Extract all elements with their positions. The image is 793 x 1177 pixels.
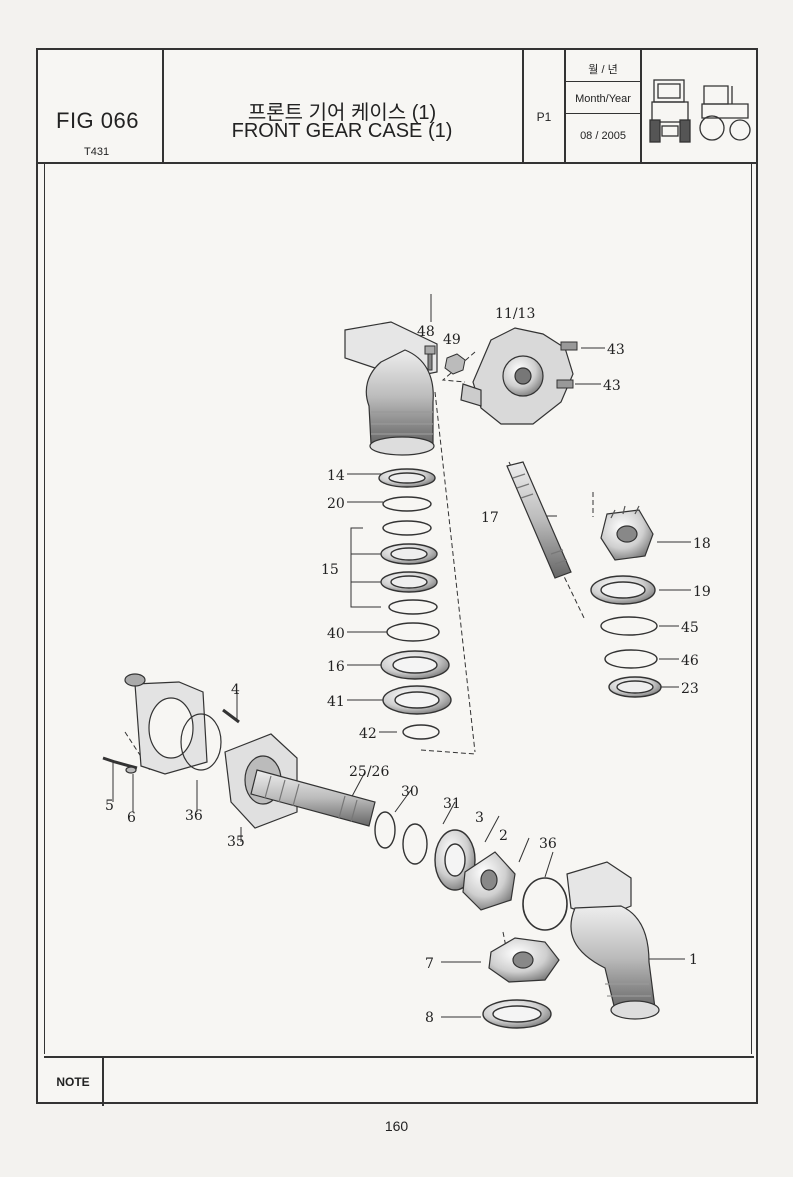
part-label-8: 8: [425, 1010, 434, 1026]
date-label-korean: 월 / 년: [566, 58, 640, 82]
part-label-23: 23: [681, 681, 699, 697]
part-label-40: 40: [327, 626, 345, 642]
mounting-flange-left: [102, 673, 240, 775]
splined-shaft: [250, 769, 376, 827]
part-label-3: 3: [475, 810, 484, 826]
part-label-30: 30: [401, 784, 419, 800]
right-bearing-stack: [590, 575, 662, 698]
part-label-1: 1: [689, 952, 698, 968]
part-label-49: 49: [443, 332, 461, 348]
seal-ring-stack: [378, 468, 452, 740]
part-label-17: 17: [481, 510, 499, 526]
part-label-2: 2: [499, 828, 508, 844]
part-label-45: 45: [681, 620, 699, 636]
date-cell: 월 / 년 Month/Year 08 / 2005: [566, 50, 642, 162]
part-label-36b: 36: [539, 836, 557, 852]
part-label-42: 42: [359, 726, 377, 742]
header: FIG 066 T431 프론트 기어 케이스 (1) FRONT GEAR C…: [38, 50, 756, 164]
part-label-16: 16: [327, 659, 345, 675]
part-label-7: 7: [425, 956, 434, 972]
part-label-43b: 43: [603, 378, 621, 394]
part-labels: 48 49 11/13 43 43 14 20 17 18 15 19 40 4…: [105, 306, 711, 1026]
title-korean: 프론트 기어 케이스 (1): [247, 102, 437, 124]
part-label-15: 15: [321, 562, 339, 578]
leader-lines: [112, 294, 691, 1018]
tractor-icon-cell: [642, 50, 756, 162]
lower-rings: [374, 811, 476, 891]
date-label-english: Month/Year: [566, 84, 640, 114]
elbow-housing-upper: [344, 321, 438, 456]
bevel-gear-right: [600, 505, 654, 561]
pinion-shaft: [506, 461, 572, 579]
small-bolts: [424, 341, 578, 389]
part-label-46: 46: [681, 653, 699, 669]
parts-sheet: FIG 066 T431 프론트 기어 케이스 (1) FRONT GEAR C…: [36, 48, 758, 1106]
note-bar: NOTE: [44, 1056, 754, 1106]
fig-cell: FIG 066 T431: [38, 50, 164, 162]
front-cover: [460, 327, 574, 425]
note-label: NOTE: [44, 1058, 104, 1106]
tractor-icon: [649, 79, 751, 143]
part-label-18: 18: [693, 536, 711, 552]
page-code-cell: P1: [524, 50, 566, 162]
part-label-41: 41: [327, 694, 345, 710]
part-label-6: 6: [127, 810, 136, 826]
part-label-11-13: 11/13: [495, 306, 535, 322]
dashed-connection-lines: [124, 351, 594, 953]
part-label-31: 31: [443, 796, 461, 812]
part-label-19: 19: [693, 584, 711, 600]
exploded-view-diagram: 48 49 11/13 43 43 14 20 17 18 15 19 40 4…: [44, 162, 752, 1054]
part-label-20: 20: [327, 496, 345, 512]
part-label-5: 5: [105, 798, 114, 814]
part-label-14: 14: [327, 468, 345, 484]
bearing-8: [482, 999, 552, 1029]
part-label-43a: 43: [607, 342, 625, 358]
page-code: P1: [536, 110, 552, 124]
date-value: 08 / 2005: [580, 130, 626, 142]
model-code: T431: [84, 146, 110, 158]
page-number: 160: [384, 1118, 409, 1134]
elbow-housing-lower: [566, 861, 660, 1020]
title-english: FRONT GEAR CASE (1): [231, 120, 453, 142]
part-label-48: 48: [417, 324, 435, 340]
title-cell: 프론트 기어 케이스 (1) FRONT GEAR CASE (1): [164, 50, 524, 162]
bevel-gear-2: [462, 851, 516, 911]
part-label-25-26: 25/26: [349, 764, 389, 780]
figure-number: FIG 066: [56, 108, 139, 133]
part-label-35: 35: [227, 834, 245, 850]
part-label-4: 4: [231, 682, 240, 698]
bevel-gear-7: [488, 937, 560, 983]
o-ring-36: [522, 877, 568, 931]
part-label-36a: 36: [185, 808, 203, 824]
